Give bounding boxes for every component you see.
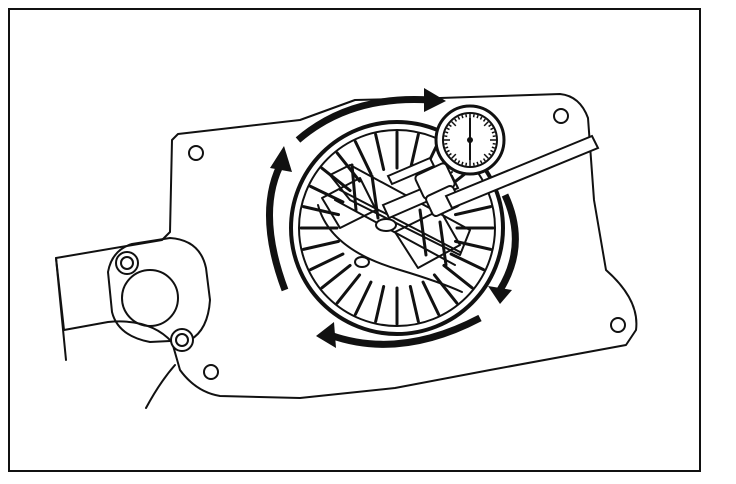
dial-tick [457, 116, 461, 120]
dial-tick [476, 115, 479, 119]
gear-tooth [309, 184, 345, 204]
gear-tooth [320, 166, 352, 193]
gear-tooth [408, 132, 420, 172]
bolt-hole [610, 317, 626, 333]
leader-line [145, 364, 176, 409]
dial-tick [479, 116, 483, 120]
dial-tick [488, 152, 492, 156]
gear-tooth [421, 280, 441, 316]
gear-tooth [408, 284, 420, 324]
bearing-bore [121, 269, 179, 327]
dial-tick [451, 121, 457, 127]
dial-tick [451, 153, 457, 159]
bolt-hole [203, 364, 219, 380]
dial-tick [461, 161, 464, 165]
gear-tooth [453, 205, 493, 217]
gear-tooth [335, 273, 362, 305]
boss-bolt-inner [120, 256, 134, 270]
boss-bolt-inner [175, 333, 189, 347]
gear-tooth [374, 284, 386, 324]
dial-tick [491, 131, 495, 134]
dial-tick [445, 146, 449, 149]
ring-gear [289, 120, 505, 336]
dial-tick [482, 118, 486, 122]
rotation-arrow-icon [266, 88, 519, 348]
gear-tooth [374, 132, 386, 172]
bearing-boss [107, 237, 211, 343]
dial-tick [457, 160, 461, 164]
dial-tick [445, 131, 449, 134]
dial-tick [491, 146, 495, 149]
dial-tick [490, 149, 494, 153]
dial-tick [490, 127, 494, 131]
bolt-hole [188, 145, 204, 161]
bolt-hole [553, 108, 569, 124]
dial-tick [479, 160, 483, 164]
gear-tooth [453, 239, 493, 251]
dial-tick [448, 124, 452, 128]
dial-tick [461, 115, 464, 119]
dial-tick [446, 127, 450, 131]
differential-case [317, 163, 471, 293]
dial-tick [483, 121, 489, 127]
gear-tooth [353, 140, 373, 176]
gear-tooth [432, 273, 459, 305]
figure-border [8, 8, 701, 472]
dial-tick [448, 152, 452, 156]
gear-tooth [320, 263, 352, 290]
dial-tick [488, 124, 492, 128]
dial-indicator-icon [381, 104, 600, 220]
gear-tooth [301, 239, 341, 251]
gear-tooth [442, 263, 474, 290]
dial-tick [454, 118, 458, 122]
gear-tooth [301, 205, 341, 217]
gear-tooth [309, 252, 345, 272]
dial-tick [454, 158, 458, 162]
gear-tooth [353, 280, 373, 316]
dial-tick [476, 161, 479, 165]
dial-tick [446, 149, 450, 153]
dial-tick [483, 153, 489, 159]
housing-edge-line [55, 257, 67, 361]
gear-tooth [449, 252, 485, 272]
gear-tooth [335, 151, 362, 183]
dial-tick [482, 158, 486, 162]
